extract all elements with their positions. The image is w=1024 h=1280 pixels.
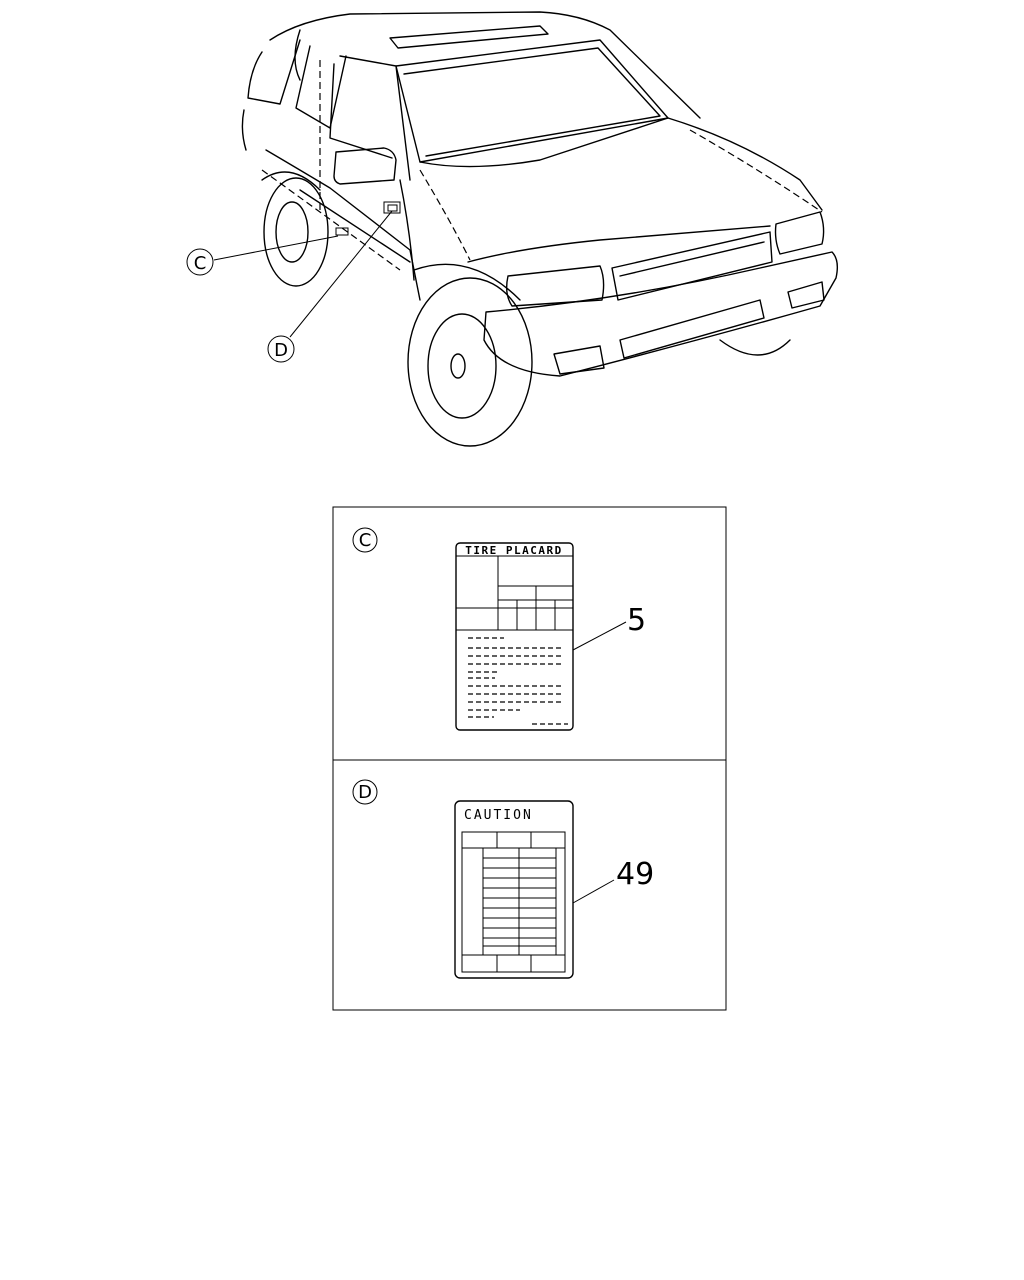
tire-placard-title: TIRE PLACARD: [465, 544, 562, 557]
part-number-5: 5: [627, 603, 646, 638]
tire-placard-label: TIRE PLACARD: [455, 542, 574, 731]
panel-c: C TIRE PLACARD: [352, 527, 646, 731]
detail-panels: [332, 506, 727, 1011]
panel-c-callout: C: [359, 530, 372, 551]
panel-d-callout: D: [358, 782, 372, 803]
vehicle-callout-d-text: D: [274, 340, 288, 361]
vehicle-callout-c: C: [186, 235, 339, 276]
vehicle-callout-c-text: C: [194, 253, 207, 274]
part-number-49: 49: [616, 857, 654, 892]
vehicle-illustration: [241, 11, 839, 447]
vehicle-callout-d: D: [267, 210, 393, 363]
caution-label: CAUTION: [454, 800, 574, 979]
label-location-c-marker: [335, 227, 349, 236]
panel-d: D CAUTION 49: [352, 779, 654, 979]
caution-title: CAUTION: [464, 808, 533, 823]
part-5-leader: [572, 621, 627, 651]
label-location-d-marker: [383, 201, 401, 214]
part-49-leader: [572, 879, 615, 904]
detail-panels-frame: [332, 506, 727, 1011]
